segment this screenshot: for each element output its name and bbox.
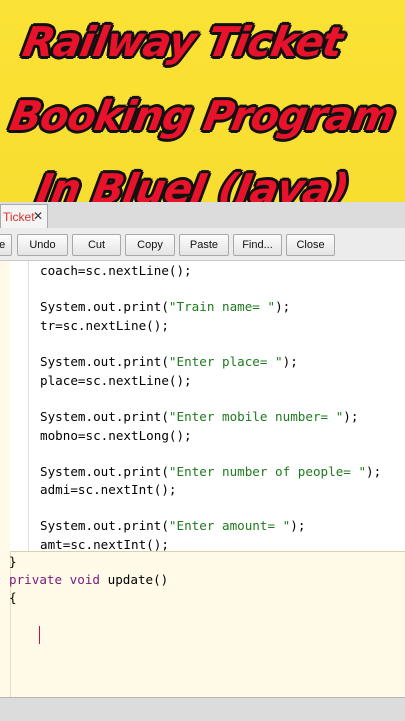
banner-line-2: Booking Program xyxy=(6,92,399,140)
tab-ticket[interactable]: Ticket ✕ xyxy=(0,204,48,229)
text-caret xyxy=(39,626,40,644)
code-token: System.out.print( xyxy=(40,299,169,314)
scope-divider xyxy=(10,551,405,552)
keyword: void xyxy=(69,572,101,587)
code-token: System.out.print( xyxy=(40,464,169,479)
code-line: admi=sc.nextInt(); xyxy=(40,482,177,497)
code-line: coach=sc.nextLine(); xyxy=(40,263,192,278)
code-editor[interactable] xyxy=(0,261,405,697)
code-token: ); xyxy=(282,354,298,369)
code-line: amt=sc.nextInt(); xyxy=(40,537,169,552)
code-line: place=sc.nextLine(); xyxy=(40,373,192,388)
undo-button[interactable]: Undo xyxy=(17,234,68,256)
string-literal: "Enter number of people= " xyxy=(168,464,367,479)
window-title-left: yTicket xyxy=(0,160,38,174)
window-title-right: - BhP Trai xyxy=(58,160,112,174)
banner-line-1: Railway Ticket xyxy=(19,18,346,66)
method-scope-block xyxy=(10,261,405,551)
paste-button[interactable]: Paste xyxy=(179,234,229,256)
code-line: tr=sc.nextLine(); xyxy=(40,318,169,333)
menu-item-tools[interactable]: To xyxy=(66,184,79,198)
close-button[interactable]: Close xyxy=(286,234,335,256)
compile-button[interactable]: le xyxy=(0,234,12,256)
status-bar xyxy=(0,697,405,721)
code-line: System.out.print("Enter amount= "); xyxy=(40,518,305,533)
code-line: System.out.print("Train name= "); xyxy=(40,299,290,314)
tab-strip: Ticket ✕ xyxy=(0,202,405,229)
string-literal: "Train name= " xyxy=(168,299,276,314)
method-declaration: private void update() xyxy=(9,572,168,587)
code-line: System.out.print("Enter place= "); xyxy=(40,354,298,369)
tab-ticket-label: Ticket xyxy=(3,210,35,224)
code-token: ); xyxy=(343,409,359,424)
cut-button[interactable]: Cut xyxy=(72,234,121,256)
string-literal: "Enter mobile number= " xyxy=(168,409,344,424)
scope-guide xyxy=(28,261,29,551)
menu-bar: To xyxy=(0,180,405,202)
close-tab-icon[interactable]: ✕ xyxy=(33,209,44,223)
code-token: System.out.print( xyxy=(40,354,169,369)
editor-toolbar: le Undo Cut Copy Paste Find... Close xyxy=(0,228,405,261)
code-token: update() xyxy=(107,572,169,587)
find-button[interactable]: Find... xyxy=(233,234,282,256)
copy-button[interactable]: Copy xyxy=(125,234,175,256)
window-title-bar: yTicket - BhP Trai xyxy=(0,156,405,180)
string-literal: "Enter amount= " xyxy=(168,518,291,533)
code-line: System.out.print("Enter number of people… xyxy=(40,464,381,479)
code-line-open-brace: { xyxy=(9,590,17,605)
code-line-close-brace: } xyxy=(9,554,17,569)
code-token: ); xyxy=(275,299,291,314)
keyword: private xyxy=(9,572,63,587)
code-token: ); xyxy=(366,464,382,479)
code-line: System.out.print("Enter mobile number= "… xyxy=(40,409,358,424)
code-line: mobno=sc.nextLong(); xyxy=(40,428,192,443)
code-token: ); xyxy=(290,518,306,533)
string-literal: "Enter place= " xyxy=(168,354,283,369)
code-token: System.out.print( xyxy=(40,409,169,424)
code-token: System.out.print( xyxy=(40,518,169,533)
